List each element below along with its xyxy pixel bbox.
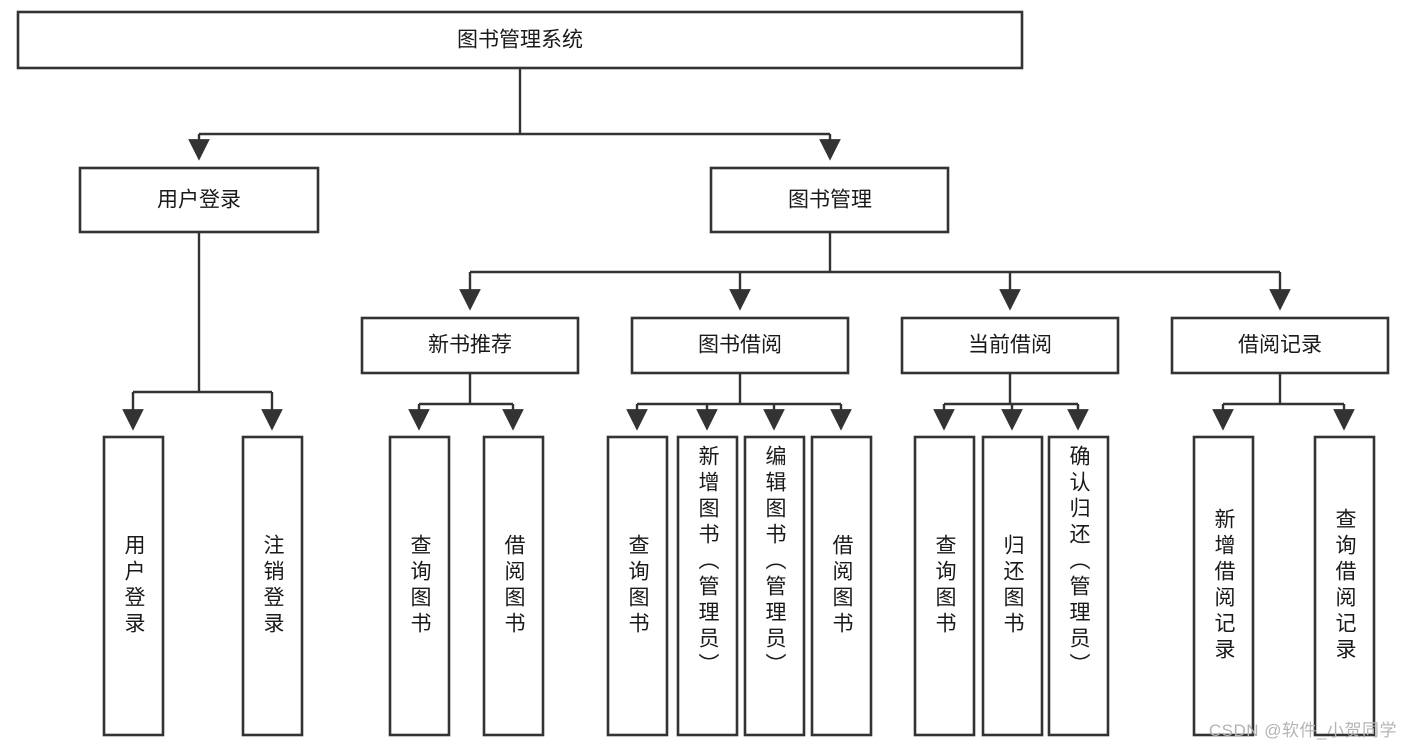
node-new-book-recommend-box[interactable] — [360, 316, 580, 375]
leaf-query-book-2-box[interactable] — [606, 435, 669, 737]
leaf-query-book-1-box[interactable] — [388, 435, 451, 737]
leaf-borrow-book-1-box[interactable] — [482, 435, 545, 737]
leaf-user-login-label: 用户登录 — [122, 534, 145, 638]
leaf-box-group — [102, 435, 1376, 737]
leaf-user-login-box[interactable] — [102, 435, 165, 737]
node-root-system[interactable]: 图书管理系统 — [16, 10, 1024, 70]
node-new-book-recommend-label: 新书推荐 — [428, 334, 512, 357]
leaf-logout-login-box[interactable] — [241, 435, 304, 737]
connector-group-root — [188, 68, 841, 161]
leaf-borrow-book-2-box[interactable] — [810, 435, 873, 737]
leaf-borrow-book-2-label: 借阅图书 — [830, 534, 853, 638]
leaf-query-record-box[interactable] — [1313, 435, 1376, 737]
node-root-system-label: 图书管理系统 — [457, 29, 583, 52]
leaf-add-record-label: 新增借阅记录 — [1212, 508, 1235, 664]
leaf-return-book-box[interactable] — [981, 435, 1044, 737]
leaf-edit-book-box[interactable] — [743, 435, 806, 737]
leaf-query-book-1-label: 查询图书 — [408, 534, 431, 638]
node-user-login[interactable]: 用户登录 — [78, 166, 320, 234]
leaf-query-book-2-label: 查询图书 — [626, 534, 649, 638]
node-book-borrow-label: 图书借阅 — [698, 334, 782, 357]
node-book-borrow-box[interactable] — [630, 316, 850, 375]
node-borrow-record-label: 借阅记录 — [1238, 334, 1322, 357]
node-book-borrow[interactable]: 图书借阅 — [630, 316, 850, 375]
connector-group-new-book — [408, 373, 524, 431]
node-borrow-record[interactable]: 借阅记录 — [1170, 316, 1390, 375]
node-user-login-label: 用户登录 — [157, 189, 241, 212]
leaf-confirm-return-label: 确认归还（管理员） — [1067, 445, 1090, 679]
node-book-management-box[interactable] — [709, 166, 950, 234]
leaf-query-book-3-label: 查询图书 — [933, 534, 956, 638]
node-book-management-label: 图书管理 — [788, 189, 872, 212]
connector-group-borrow-record — [1212, 373, 1355, 431]
connector-group-user-login — [122, 232, 283, 431]
connector-group-current-borrow — [933, 373, 1089, 431]
leaf-add-book-box[interactable] — [676, 435, 739, 737]
connector-group-book-management — [459, 232, 1291, 311]
leaf-query-record-label: 查询借阅记录 — [1333, 508, 1356, 664]
node-borrow-record-box[interactable] — [1170, 316, 1390, 375]
leaf-return-book-label: 归还图书 — [1001, 534, 1024, 638]
leaf-borrow-book-1-label: 借阅图书 — [502, 534, 525, 638]
leaf-add-record-box[interactable] — [1192, 435, 1255, 737]
node-book-management[interactable]: 图书管理 — [709, 166, 950, 234]
leaf-confirm-return-box[interactable] — [1047, 435, 1110, 737]
leaf-edit-book-label: 编辑图书（管理员） — [763, 445, 786, 679]
node-user-login-box[interactable] — [78, 166, 320, 234]
leaf-add-book-label: 新增图书（管理员） — [696, 445, 719, 679]
leaf-logout-login-label: 注销登录 — [261, 534, 284, 638]
connector-group-book-borrow — [626, 373, 852, 431]
node-root-system-box[interactable] — [16, 10, 1024, 70]
leaf-query-book-3-box[interactable] — [913, 435, 976, 737]
node-new-book-recommend[interactable]: 新书推荐 — [360, 316, 580, 375]
node-current-borrow-box[interactable] — [900, 316, 1120, 375]
node-current-borrow-label: 当前借阅 — [968, 334, 1052, 357]
node-current-borrow[interactable]: 当前借阅 — [900, 316, 1120, 375]
